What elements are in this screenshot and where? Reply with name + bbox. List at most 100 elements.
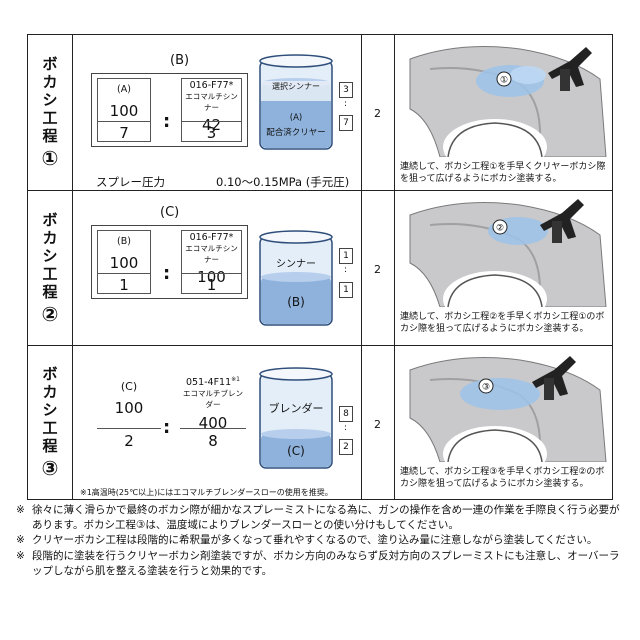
- cell-header-product: エコマルチシンナー: [185, 92, 238, 112]
- step-number: ①: [41, 146, 59, 170]
- step-char: ボ: [42, 365, 58, 383]
- cell-header-code: 016-F77*: [189, 80, 234, 91]
- cell-header-product: エコマルチシンナー: [185, 244, 238, 264]
- step-description: 連続して、ボカシ工程③を手早くボカシ工程②のボカシ際を狙って広げるようにボカシ塗…: [400, 467, 605, 489]
- cell-header-code: 016-F77*: [189, 232, 234, 243]
- cell-header: (B): [117, 236, 131, 247]
- pressure-value: 0.10～0.15MPa (手元圧): [216, 175, 350, 189]
- quantity: 2: [374, 263, 381, 276]
- note-mark: ※: [16, 504, 25, 516]
- mix-cell-right: 016-F77* エコマルチシンナー 42 3: [181, 78, 242, 142]
- cell-header-sup: ※1: [231, 376, 241, 383]
- step-char: カ: [42, 228, 58, 247]
- ratio-colon: :: [344, 99, 348, 109]
- note-item: ※ クリヤーボカシ工程は段階的に希釈量が多くなって垂れやすくなるので、塗り込み量…: [16, 533, 628, 548]
- cell-header-code: 051-4F11: [185, 377, 232, 389]
- mix-cell-left: (A) 100 7: [97, 78, 151, 142]
- step-char: 工: [42, 264, 58, 283]
- notes: ※ 徐々に薄く滑らかで最終のボカシ際が細かなスプレーミストになる為に、ガンの操作…: [16, 503, 628, 579]
- ratio-top: 3: [339, 82, 353, 98]
- cell-ratio: 3: [206, 124, 217, 142]
- cell-ratio: 1: [119, 276, 129, 294]
- step-row-2: ボ カ シ 工 程 ② (C) (B) 100 1 : 016-F77* エコマ…: [27, 190, 613, 346]
- step-char: カ: [42, 383, 58, 401]
- step-char: 程: [42, 127, 58, 145]
- step-row-3: ボ カ シ 工 程 ③ (C) 100 2 : 051-4F11※1 エコマルチ…: [27, 345, 613, 500]
- note-item: ※ 徐々に薄く滑らかで最終のボカシ際が細かなスプレーミストになる為に、ガンの操作…: [16, 503, 628, 533]
- note-text: クリヤーボカシ工程は段階的に希釈量が多くなって垂れやすくなるので、塗り込み量に注…: [32, 534, 598, 547]
- note-mark: ※: [16, 534, 25, 547]
- beaker-bottom-label: (A): [289, 113, 303, 123]
- step-char: カ: [42, 73, 58, 91]
- step-description: 連続して、ボカシ工程②を手早くボカシ工程①のボカシ際を狙って広げるようにボカシ塗…: [400, 312, 605, 334]
- quantity: 2: [374, 418, 381, 431]
- panel-marker: ③: [482, 383, 490, 393]
- beaker-top-label: ブレンダー: [268, 402, 324, 415]
- colon: :: [163, 111, 171, 132]
- cell-ratio: 2: [124, 432, 134, 450]
- step-char: 程: [42, 437, 58, 455]
- cell-ratio: 8: [208, 432, 218, 450]
- note-text: 徐々に薄く滑らかで最終のボカシ際が細かなスプレーミストになる為に、ガンの操作を含…: [32, 504, 620, 532]
- cell-value: 100: [197, 268, 226, 286]
- step-char: シ: [42, 246, 58, 265]
- panel-marker: ①: [500, 76, 508, 86]
- step-row-1: ボ カ シ 工 程 ① (B) (A) 100 7 : 016-F77* エコマ…: [27, 34, 613, 191]
- step-number: ②: [41, 301, 59, 326]
- beaker-bottom-sub: 配合済クリヤー: [266, 128, 326, 138]
- footnote: ※1高温時(25℃以上)にはエコマルチブレンダースローの使用を推奨。: [80, 488, 333, 497]
- ratio-top: 8: [339, 406, 353, 422]
- mix-cell-left: (C) 100 2: [97, 376, 161, 456]
- step-char: 工: [42, 109, 58, 127]
- process-table: ボ カ シ 工 程 ① (B) (A) 100 7 : 016-F77* エコマ…: [27, 34, 613, 500]
- ratio-colon: :: [344, 423, 348, 433]
- ratio-bottom: 2: [339, 439, 353, 455]
- step-char: ボ: [42, 210, 58, 229]
- cell-value: 400: [198, 414, 228, 433]
- ratio-top: 1: [339, 248, 353, 264]
- mix-cell-right: 016-F77* エコマルチシンナー 100 1: [181, 230, 242, 294]
- ratio-colon: :: [344, 265, 348, 275]
- cell-value: 42: [201, 116, 222, 134]
- cell-header: (C): [120, 380, 138, 393]
- cell-ratio: 7: [119, 124, 129, 142]
- step-label: ボ カ シ 工 程 ①: [28, 35, 72, 190]
- beaker-bottom-label: (B): [287, 295, 305, 309]
- mix-box: [91, 73, 248, 147]
- car-panel-icon: ③: [400, 350, 608, 482]
- car-panel-icon: ②: [400, 195, 608, 327]
- colon: :: [163, 263, 171, 284]
- beaker-icon: 選択シンナー (A) 配合済クリヤー: [257, 53, 335, 153]
- cell-value: 100: [109, 102, 139, 120]
- step-number: ③: [41, 456, 59, 480]
- car-panel-icon: ①: [400, 39, 608, 175]
- step-char: シ: [42, 91, 58, 109]
- beaker-top-label: シンナー: [276, 259, 316, 270]
- step-char: 工: [42, 419, 58, 437]
- step-label: ボ カ シ 工 程 ②: [28, 191, 72, 345]
- ratio-bottom: 7: [339, 115, 353, 131]
- step-char: ボ: [42, 55, 58, 73]
- ratio-bottom: 1: [339, 282, 353, 298]
- note-item: ※ 段階的に塗装を行うクリヤーボカシ剤塗装ですが、ボカシ方向のみならず反対方向の…: [16, 549, 628, 579]
- mix-box: [91, 225, 248, 299]
- panel-marker: ②: [496, 224, 504, 234]
- step-char: シ: [42, 401, 58, 419]
- mix-cell-right: 051-4F11※1 エコマルチブレンダー 400 8: [180, 376, 246, 456]
- mix-label: (B): [170, 53, 190, 68]
- beaker-top-label: 選択シンナー: [272, 82, 320, 91]
- colon: :: [163, 417, 171, 438]
- beaker-icon: ブレンダー (C): [257, 366, 335, 472]
- cell-header-product: エコマルチブレンダー: [183, 389, 243, 410]
- cell-value: 100: [109, 254, 139, 272]
- step-label: ボ カ シ 工 程 ③: [28, 346, 72, 499]
- quantity: 2: [374, 107, 381, 120]
- beaker-bottom-label: (C): [287, 444, 305, 458]
- beaker-icon: シンナー (B): [257, 229, 335, 329]
- cell-header: (A): [117, 84, 131, 95]
- cell-ratio: 1: [206, 276, 217, 294]
- note-text: 段階的に塗装を行うクリヤーボカシ剤塗装ですが、ボカシ方向のみならず反対方向のスプ…: [32, 549, 620, 577]
- pressure-label: スプレー圧力: [96, 175, 165, 189]
- mix-label: (C): [160, 205, 180, 220]
- mix-cell-left: (B) 100 1: [97, 230, 151, 294]
